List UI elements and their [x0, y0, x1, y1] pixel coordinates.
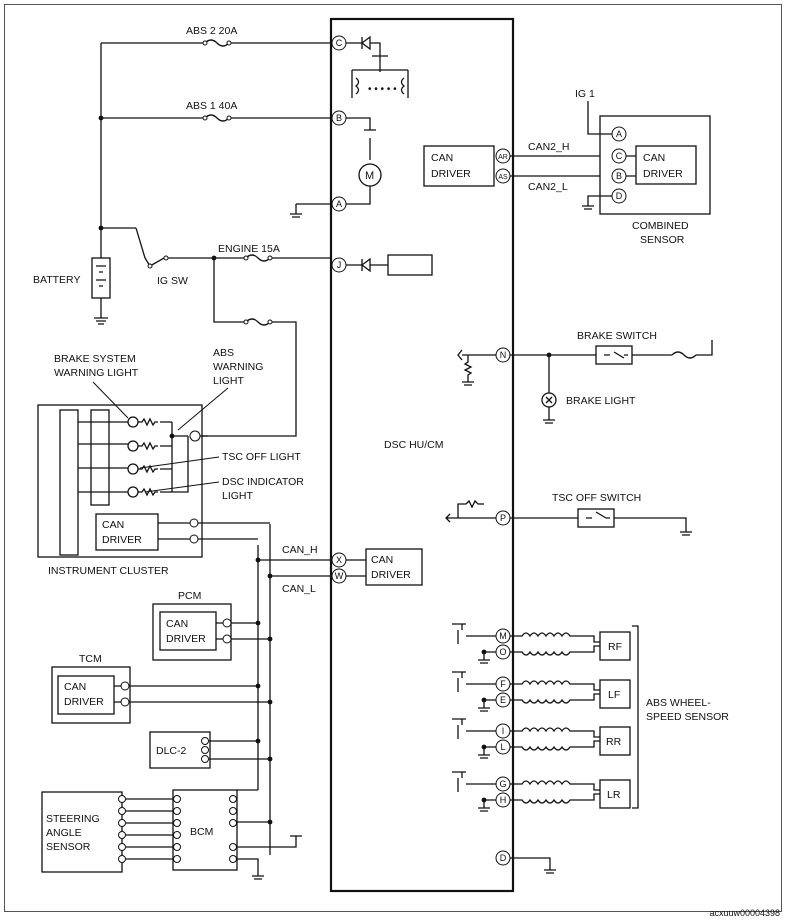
steering-bcm-pins — [118, 795, 237, 863]
svg-text:A: A — [336, 199, 342, 209]
svg-text:DRIVER: DRIVER — [64, 696, 104, 708]
svg-text:DLC-2: DLC-2 — [156, 745, 187, 757]
wheel-speed-sensors: M O RF F E LF I L RR G H LR — [452, 623, 631, 812]
svg-text:N: N — [500, 350, 507, 360]
svg-text:AS: AS — [498, 174, 508, 181]
svg-text:WARNING LIGHT: WARNING LIGHT — [54, 367, 139, 379]
dsc-hu-cm-box — [329, 17, 515, 893]
svg-text:RR: RR — [606, 736, 622, 748]
combined-sensor-label: COMBINED — [632, 220, 689, 232]
svg-text:LF: LF — [608, 689, 620, 701]
fuse-engine15-label: ENGINE 15A — [218, 243, 280, 255]
svg-text:SENSOR: SENSOR — [46, 841, 91, 853]
svg-text:CAN: CAN — [643, 152, 665, 164]
svg-text:CAN: CAN — [371, 554, 393, 566]
svg-text:DRIVER: DRIVER — [371, 569, 411, 581]
svg-text:DRIVER: DRIVER — [166, 633, 206, 645]
svg-text:TSC OFF SWITCH: TSC OFF SWITCH — [552, 492, 641, 504]
svg-text:B: B — [336, 113, 342, 123]
dsc-pins-left-top: C B A J — [331, 35, 347, 273]
svg-text:ABS: ABS — [213, 347, 234, 359]
svg-text:RF: RF — [608, 641, 622, 653]
svg-text:CAN_L: CAN_L — [282, 583, 316, 595]
svg-text:DRIVER: DRIVER — [102, 534, 142, 546]
svg-text:TCM: TCM — [79, 653, 102, 665]
svg-text:E: E — [500, 695, 506, 705]
svg-text:CAN: CAN — [64, 681, 86, 693]
can-driver-dsc-lower-box — [365, 548, 423, 586]
svg-text:LIGHT: LIGHT — [213, 375, 245, 387]
svg-text:B: B — [616, 171, 622, 181]
motor-label: M — [365, 170, 374, 182]
fuse-abs1-label: ABS 1 40A — [186, 100, 237, 112]
svg-text:W: W — [335, 571, 344, 581]
brake-switch-symbol — [595, 345, 633, 365]
can-driver-dsc-box — [423, 145, 495, 187]
svg-text:ABS WHEEL-: ABS WHEEL- — [646, 697, 711, 709]
svg-text:STEERING: STEERING — [46, 813, 100, 825]
svg-text:M: M — [499, 631, 507, 641]
svg-text:CAN2_H: CAN2_H — [528, 141, 569, 153]
figure-code: acxuuw00004398 — [709, 908, 780, 918]
svg-text:C: C — [616, 151, 623, 161]
svg-text:DRIVER: DRIVER — [643, 168, 683, 180]
svg-text:BCM: BCM — [190, 826, 213, 838]
svg-text:PCM: PCM — [178, 590, 201, 602]
svg-text:• • • • •: • • • • • — [368, 84, 397, 95]
bcm-box — [172, 789, 238, 871]
svg-text:D: D — [500, 853, 507, 863]
svg-text:CAN: CAN — [431, 152, 453, 164]
svg-text:C: C — [336, 38, 343, 48]
svg-text:J: J — [337, 260, 342, 270]
ig-sw-label: IG SW — [157, 275, 188, 287]
svg-text:O: O — [499, 647, 506, 657]
svg-text:G: G — [499, 779, 506, 789]
svg-text:P: P — [500, 513, 506, 523]
svg-text:TSC OFF LIGHT: TSC OFF LIGHT — [222, 451, 301, 463]
fuse-abs2-label: ABS 2 20A — [186, 25, 237, 37]
svg-text:D: D — [616, 191, 623, 201]
svg-text:CAN: CAN — [102, 519, 124, 531]
battery-label: BATTERY — [33, 274, 80, 286]
dsc-hu-cm-label: DSC HU/CM — [384, 439, 444, 451]
svg-text:H: H — [500, 795, 507, 805]
svg-text:CAN_H: CAN_H — [282, 544, 318, 556]
svg-text:F: F — [500, 679, 506, 689]
svg-text:BRAKE LIGHT: BRAKE LIGHT — [566, 395, 636, 407]
svg-text:BRAKE SYSTEM: BRAKE SYSTEM — [54, 353, 136, 365]
svg-text:IG 1: IG 1 — [575, 88, 595, 100]
svg-text:LIGHT: LIGHT — [222, 490, 254, 502]
svg-text:LR: LR — [607, 789, 621, 801]
svg-text:BRAKE SWITCH: BRAKE SWITCH — [577, 330, 657, 342]
tsc-off-switch-symbol — [577, 508, 615, 528]
svg-text:DRIVER: DRIVER — [431, 168, 471, 180]
svg-text:CAN: CAN — [166, 618, 188, 630]
svg-text:A: A — [616, 129, 622, 139]
cluster-lamps — [127, 416, 139, 498]
svg-text:SPEED SENSOR: SPEED SENSOR — [646, 711, 729, 723]
battery-symbol — [91, 257, 111, 299]
svg-text:L: L — [500, 742, 505, 752]
svg-text:DSC INDICATOR: DSC INDICATOR — [222, 476, 304, 488]
dlc2-box — [149, 731, 211, 769]
svg-text:WARNING: WARNING — [213, 361, 263, 373]
svg-text:I: I — [502, 726, 505, 736]
svg-text:ANGLE: ANGLE — [46, 827, 82, 839]
svg-text:CAN2_L: CAN2_L — [528, 181, 568, 193]
instrument-cluster-label: INSTRUMENT CLUSTER — [48, 565, 169, 577]
svg-text:AR: AR — [498, 154, 508, 161]
svg-text:X: X — [336, 555, 342, 565]
svg-text:SENSOR: SENSOR — [640, 234, 685, 246]
